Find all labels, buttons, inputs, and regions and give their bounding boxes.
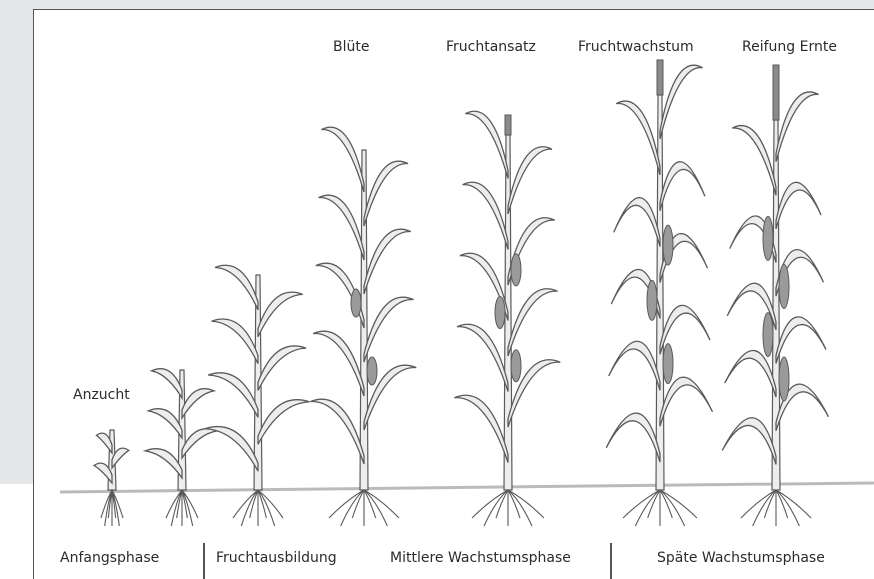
plant-3-leaf-6 — [258, 292, 303, 337]
plant-7-cob-2 — [763, 313, 773, 357]
plant-7-cob-4 — [763, 216, 773, 260]
plant-3-leaf-7 — [215, 265, 258, 310]
plant-2-leaf-3 — [148, 409, 182, 438]
phase-divider-2 — [610, 543, 612, 579]
plant-4-leaf-4 — [364, 297, 414, 362]
plant-7-tassel — [773, 65, 779, 120]
plant-6-leaf-2 — [660, 377, 713, 426]
plant-4-leaf-1 — [310, 399, 364, 464]
stage-label-bluete: Blüte — [333, 40, 369, 54]
plant-7-leaf-4 — [776, 317, 826, 364]
phase-label-spaete-wachstumsphase: Späte Wachstumsphase — [657, 551, 825, 565]
plant-6-leaf-3 — [609, 341, 660, 390]
plant-1-roots — [101, 490, 123, 526]
phase-divider-1 — [203, 543, 205, 579]
plant-5-leaf-1 — [454, 395, 508, 462]
plant-3-leaf-5 — [212, 319, 258, 364]
stage-label-fruchtansatz: Fruchtansatz — [446, 40, 536, 54]
plant-7-leaf-3 — [725, 351, 776, 398]
plant-5-cob-2 — [495, 297, 505, 329]
plant-3-leaf-3 — [208, 373, 258, 418]
stage-label-anzucht: Anzucht — [73, 388, 130, 402]
plant-6-leaf-1 — [606, 413, 660, 462]
plant-6-leaf-9 — [616, 101, 660, 175]
plant-5-tassel — [505, 115, 511, 135]
phase-label-anfangsphase: Anfangsphase — [60, 551, 159, 565]
plant-5-leaf-9 — [465, 111, 508, 178]
plant-4-cob-2 — [351, 289, 361, 317]
plant-3-leaf-4 — [258, 346, 306, 391]
plant-2-leaf-5 — [152, 369, 182, 398]
plant-7-roots — [741, 490, 811, 526]
plant-2-leaf-2 — [182, 429, 217, 458]
phase-label-fruchtausbildung: Fruchtausbildung — [216, 551, 337, 565]
stage-label-fruchtwachstum: Fruchtwachstum — [578, 40, 694, 54]
plant-5-leaf-3 — [457, 324, 508, 391]
plant-7-leaf-1 — [722, 418, 776, 465]
plant-3-leaf-1 — [205, 427, 258, 472]
plant-4-leaf-6 — [364, 229, 411, 294]
plant-3-leaf-2 — [258, 400, 310, 445]
plant-6-leaf-10 — [660, 65, 703, 139]
plant-5-leaf-7 — [463, 182, 508, 249]
plant-4-leaf-3 — [313, 331, 364, 396]
plants-group — [94, 60, 829, 526]
plant-6-tassel — [657, 60, 663, 95]
plant-7-cob-1 — [779, 357, 789, 401]
plant-7-leaf-9 — [732, 126, 776, 196]
plant-7-leaf-8 — [776, 182, 821, 229]
plant-5-leaf-8 — [508, 147, 552, 214]
stage-label-reifung-ernte: Reifung Ernte — [742, 40, 837, 54]
phase-label-mittlere-wachstumsphase: Mittlere Wachstumsphase — [390, 551, 571, 565]
plant-7-leaf-10 — [776, 92, 819, 162]
plant-4-cob-1 — [367, 357, 377, 385]
plant-6-cob-1 — [663, 344, 673, 384]
plant-5-leaf-4 — [508, 289, 558, 356]
plant-6-cob-2 — [647, 280, 657, 320]
plant-5-cob-3 — [511, 254, 521, 286]
plant-6-leaf-8 — [660, 162, 705, 211]
plant-4-leaf-9 — [321, 127, 364, 192]
plant-4-leaf-7 — [319, 195, 364, 260]
plant-6-leaf-7 — [614, 198, 660, 247]
plant-7-cob-3 — [779, 265, 789, 309]
plant-3-roots — [233, 490, 283, 526]
plant-4-leaf-8 — [364, 161, 408, 226]
plant-2-leaf-1 — [145, 449, 182, 478]
plant-5-roots — [472, 490, 544, 526]
plant-6-roots — [623, 490, 697, 526]
plant-2-leaf-4 — [182, 389, 214, 418]
plant-2-roots — [166, 490, 198, 526]
plant-6-cob-3 — [663, 225, 673, 265]
plant-4-roots — [329, 490, 399, 526]
plant-5-cob-1 — [511, 350, 521, 382]
